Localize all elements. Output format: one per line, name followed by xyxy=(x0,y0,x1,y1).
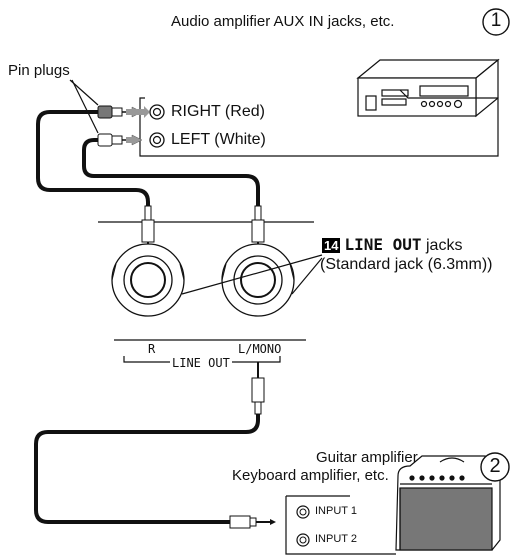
audio-amplifier-label: Audio amplifier AUX IN jacks, etc. xyxy=(171,13,395,30)
input-1-jack-icon xyxy=(296,505,310,519)
keyboard-amplifier-label: Keyboard amplifier, etc. xyxy=(232,467,389,484)
number-2-label: 2 xyxy=(489,455,501,477)
phone-plug-lmono-icon xyxy=(251,205,265,262)
pin-plug-red-icon xyxy=(97,105,143,119)
jack-right-icon xyxy=(149,104,165,120)
panel-label-line-out: LINE OUT xyxy=(172,356,230,370)
number-2-circle xyxy=(480,452,510,482)
connection-panel xyxy=(139,89,499,157)
cable-right xyxy=(36,110,150,208)
guitar-amplifier-label: Guitar amplifier xyxy=(316,449,418,466)
input-1-label: INPUT 1 xyxy=(315,505,357,517)
input-2-jack-icon xyxy=(296,533,310,547)
phone-plug-output-icon xyxy=(251,362,265,415)
cable-output xyxy=(34,414,260,524)
line-out-bold-label: LINE OUT xyxy=(344,235,422,254)
audio-amplifier-device xyxy=(356,58,500,118)
input-2-label: INPUT 2 xyxy=(315,533,357,545)
panel-label-lmono: L/MONO xyxy=(238,342,282,356)
line-out-bracket xyxy=(123,356,281,363)
pin-plugs-label: Pin plugs xyxy=(8,62,70,79)
number-1-circle xyxy=(482,8,510,36)
arrow-right-icon xyxy=(136,106,150,118)
jack-left-icon xyxy=(149,132,165,148)
line-out-jacks-detail: (Standard jack (6.3mm)) xyxy=(320,256,493,273)
line-out-number-badge: 14 xyxy=(322,238,341,253)
pin-plugs-pointer xyxy=(69,79,99,134)
line-out-jacks-word: jacks xyxy=(425,237,463,254)
number-1-label: 1 xyxy=(490,10,502,31)
line-out-jack-lmono-icon xyxy=(221,243,295,317)
left-white-label: LEFT (White) xyxy=(171,131,266,148)
right-red-label: RIGHT (Red) xyxy=(171,103,265,120)
pin-plug-white-icon xyxy=(97,133,143,147)
cable-left xyxy=(82,138,260,206)
line-out-pointer xyxy=(181,254,323,295)
line-out-jack-r-icon xyxy=(111,243,185,317)
phone-plug-guitar-icon xyxy=(229,515,276,529)
guitar-amp-panel xyxy=(285,495,396,555)
guitar-amplifier-device xyxy=(395,455,501,551)
panel-label-r: R xyxy=(148,342,156,356)
